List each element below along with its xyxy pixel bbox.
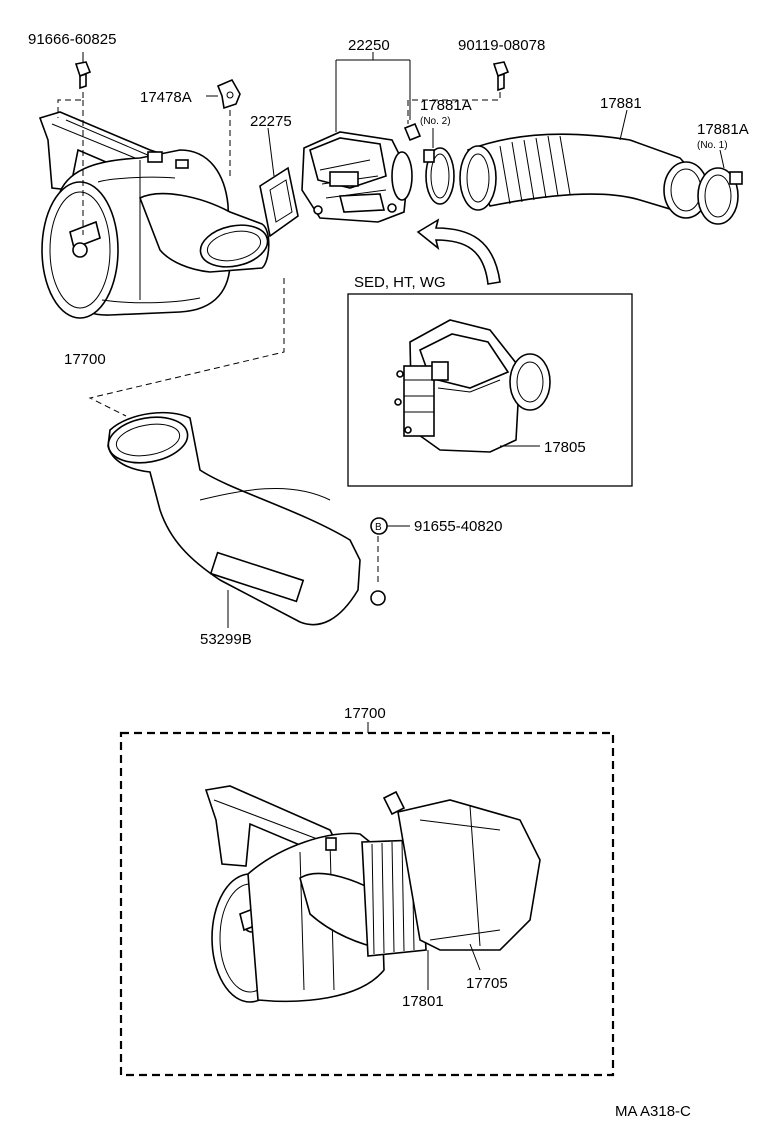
clamp-17881A-no1-drawing (697, 167, 743, 225)
air-flow-meter-17805-drawing (394, 319, 551, 453)
bracket-17478A-drawing (216, 78, 241, 110)
bolt-91666-drawing (74, 52, 92, 90)
air-flow-meter-22250-drawing (301, 122, 422, 223)
label-17805: 17805 (544, 439, 586, 456)
gasket-22275-drawing (259, 166, 299, 238)
label-91666-60825: 91666-60825 (28, 31, 116, 48)
air-cleaner-assembly-drawing (38, 111, 270, 319)
label-22275: 22275 (250, 113, 292, 130)
figure-code: MA A318-C (615, 1103, 691, 1120)
label-90119-08078: 90119-08078 (458, 37, 545, 54)
label-no1: (No. 1) (697, 140, 728, 151)
label-no2: (No. 2) (420, 116, 451, 127)
intake-hose-17881-drawing (459, 133, 709, 219)
label-17700-assembly: 17700 (344, 705, 386, 722)
label-bolt-marker-b: B (375, 522, 382, 533)
label-53299B: 53299B (200, 631, 252, 648)
label-sed-ht-wg: SED, HT, WG (354, 274, 446, 291)
label-17478A: 17478A (140, 89, 192, 106)
label-22250: 22250 (348, 37, 390, 54)
clamp-17881A-no2-drawing (423, 147, 455, 205)
screw-90119-drawing (492, 61, 510, 92)
air-cleaner-exploded-drawing (204, 785, 541, 1003)
label-17881A-no1: 17881A (697, 121, 749, 138)
label-17881: 17881 (600, 95, 642, 112)
label-17801: 17801 (402, 993, 444, 1010)
label-91655-40820: 91655-40820 (414, 518, 502, 535)
label-17881A-no2: 17881A (420, 97, 472, 114)
air-duct-53299B-drawing (107, 411, 386, 626)
label-17700-top: 17700 (64, 351, 106, 368)
assembly-frame (119, 731, 615, 1077)
variant-box (347, 293, 633, 487)
label-17705: 17705 (466, 975, 508, 992)
